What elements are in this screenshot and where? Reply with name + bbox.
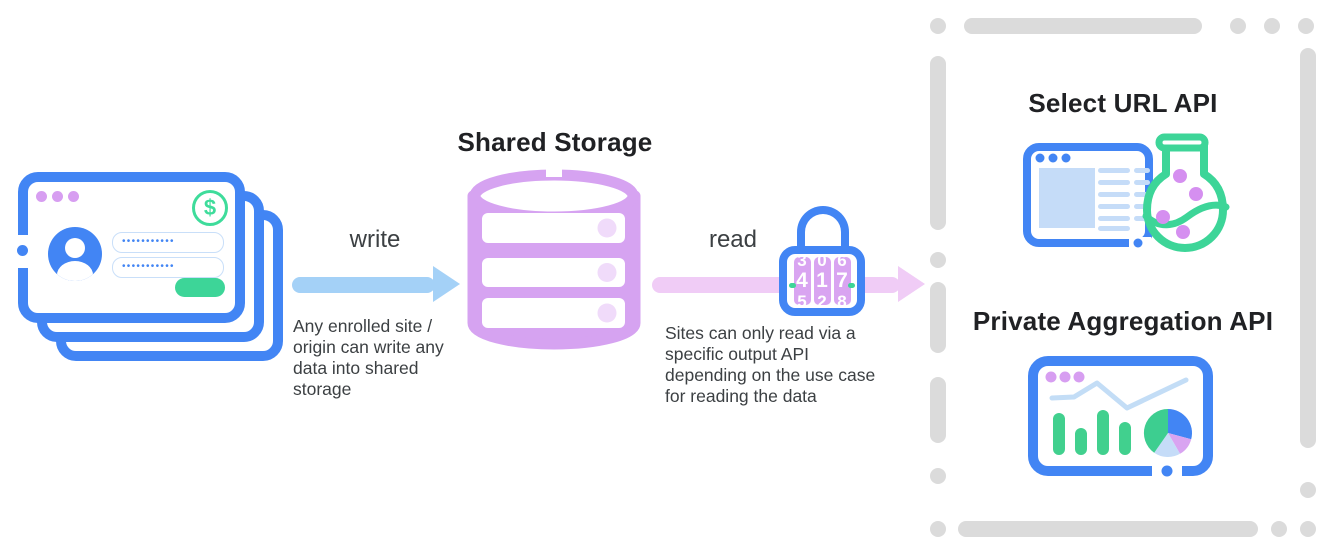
site-card-front: $ ••••••••••• ••••••••••• <box>18 172 245 323</box>
lock-tick-icon <box>848 283 855 288</box>
read-arrowhead-icon <box>898 266 925 302</box>
lock-dial: 6 7 8 <box>833 257 851 305</box>
read-caption: Sites can only read via a specific outpu… <box>665 323 876 406</box>
dashboard-icon <box>1028 356 1213 481</box>
write-arrowhead-icon <box>433 266 460 302</box>
private-aggregation-api-title: Private Aggregation API <box>972 306 1274 336</box>
shared-storage-title: Shared Storage <box>457 127 653 157</box>
submit-button <box>175 278 225 297</box>
password-field: ••••••••••• <box>112 257 224 278</box>
line-chart-icon <box>1049 377 1189 411</box>
write-caption: Any enrolled site / origin can write any… <box>293 316 444 399</box>
read-label: read <box>708 226 758 253</box>
card-border-notch-dot <box>17 245 28 256</box>
lock-shackle-icon <box>797 206 849 256</box>
user-avatar-icon <box>48 227 102 281</box>
write-label: write <box>349 226 401 253</box>
browser-window-icon <box>1023 143 1153 249</box>
lock-dial: 0 1 2 <box>813 257 831 305</box>
lock-tick-icon <box>789 283 796 288</box>
select-url-api-title: Select URL API <box>1028 88 1218 118</box>
lock-dial: 3 4 5 <box>793 257 811 305</box>
window-dot-icon <box>52 191 63 202</box>
flask-icon <box>1142 133 1230 252</box>
database-icon <box>467 165 641 350</box>
bar-chart-icon <box>1053 410 1131 455</box>
combination-lock-icon: 3 4 5 0 1 2 6 7 8 <box>779 246 865 316</box>
window-dot-icon <box>36 191 47 202</box>
write-arrow-icon <box>292 277 435 293</box>
dollar-badge-icon: $ <box>192 190 228 226</box>
password-field: ••••••••••• <box>112 232 224 253</box>
pie-chart-icon <box>1143 408 1193 458</box>
window-dot-icon <box>68 191 79 202</box>
